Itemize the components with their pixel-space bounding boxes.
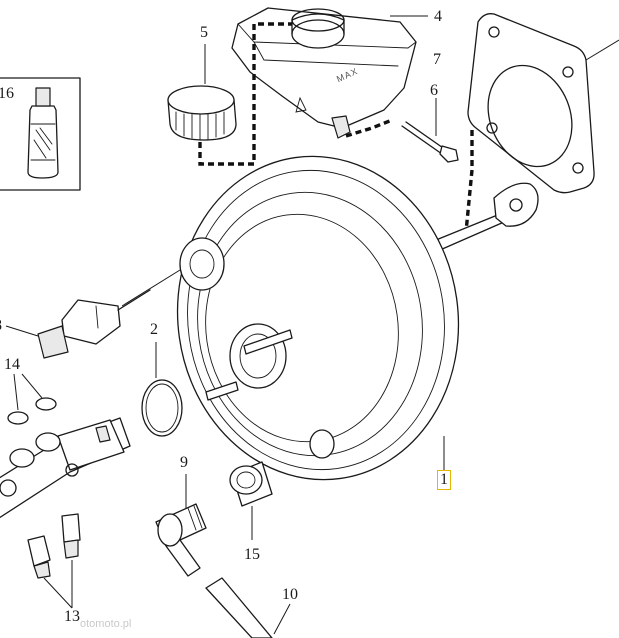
callout-5: 5: [200, 24, 208, 41]
callout-6: 6: [430, 82, 438, 99]
callout-10: 10: [282, 586, 298, 603]
part-7-gasket: [467, 13, 619, 194]
watermark: otomoto.pl: [80, 618, 132, 630]
callout-8: 8: [0, 318, 2, 334]
part-14-sensors: [27, 513, 81, 609]
part-6-bolt: [401, 98, 459, 163]
part-1-brake-booster: [176, 155, 539, 481]
callout-14: 13: [64, 608, 80, 625]
part-15-grommet: [229, 461, 273, 540]
master-cylinder: [0, 373, 131, 519]
part-8-sensor: [5, 269, 181, 359]
part-10-hose: [205, 577, 291, 638]
part-4-reservoir: [231, 7, 428, 139]
callout-2: 2: [150, 321, 158, 338]
callout-15: 15: [244, 546, 260, 563]
callout-7: 7: [433, 51, 441, 68]
callout-9: 9: [180, 454, 188, 471]
part-2-o-ring: [141, 342, 183, 437]
part-16-brake-fluid-bottle: [0, 77, 81, 191]
part-9-elbow: [155, 474, 207, 577]
callout-16: 16: [0, 85, 14, 102]
callout-1-highlighted: 1: [437, 470, 451, 490]
part-5-cap: [167, 44, 237, 141]
callout-4: 4: [434, 8, 442, 25]
callout-13: 14: [4, 356, 20, 373]
